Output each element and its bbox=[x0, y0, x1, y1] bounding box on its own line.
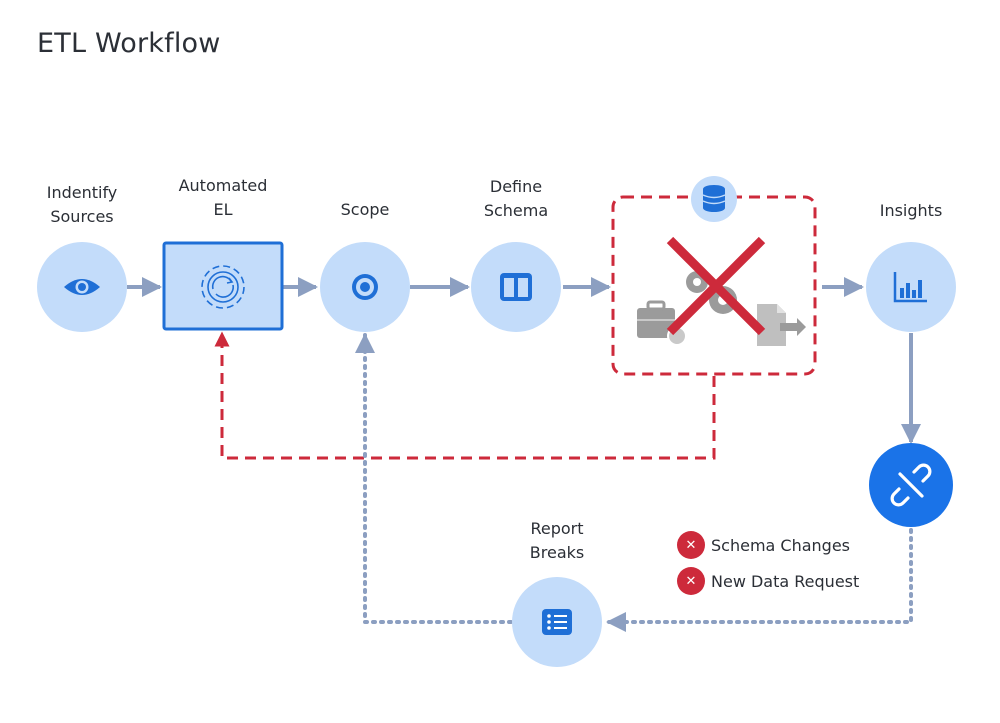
target-icon bbox=[352, 274, 378, 300]
node-identify-sources bbox=[37, 242, 127, 332]
node-insights bbox=[866, 242, 956, 332]
label-scope: Scope bbox=[340, 200, 390, 219]
x-icon: ✕ bbox=[677, 531, 705, 559]
node-transform-crossed bbox=[611, 176, 817, 376]
node-scope bbox=[320, 242, 410, 332]
page-title: ETL Workflow bbox=[37, 28, 221, 59]
label-report-breaks: Report Breaks bbox=[529, 519, 585, 562]
gear-refresh-icon bbox=[201, 265, 245, 309]
document-export-icon bbox=[757, 304, 806, 346]
eye-icon bbox=[64, 279, 100, 295]
broken-link-icon bbox=[890, 463, 932, 507]
dotted-broken-to-report-path bbox=[606, 528, 913, 632]
node-broken-link bbox=[869, 443, 953, 527]
red-dashed-feedback-path bbox=[214, 331, 716, 460]
red-cross-icon bbox=[666, 236, 766, 336]
database-icon bbox=[702, 185, 726, 212]
node-define-schema bbox=[471, 242, 561, 332]
label-identify-sources: Indentify Sources bbox=[46, 183, 118, 226]
node-automated-el bbox=[162, 241, 284, 331]
node-report-breaks bbox=[512, 577, 602, 667]
legend-item-schema-changes: ✕ Schema Changes bbox=[677, 530, 850, 560]
label-insights: Insights bbox=[879, 201, 943, 220]
x-icon: ✕ bbox=[677, 567, 705, 595]
label-automated-el: Automated EL bbox=[178, 176, 268, 219]
bar-chart-icon bbox=[893, 272, 927, 303]
columns-icon bbox=[500, 273, 532, 301]
legend-label: Schema Changes bbox=[711, 535, 851, 555]
dotted-report-to-scope-path bbox=[355, 333, 513, 624]
briefcase-icon bbox=[637, 300, 687, 346]
legend-label: New Data Request bbox=[711, 571, 860, 591]
label-define-schema: Define Schema bbox=[483, 177, 549, 220]
legend-item-new-data-request: ✕ New Data Request bbox=[677, 566, 859, 596]
list-icon bbox=[542, 609, 572, 635]
